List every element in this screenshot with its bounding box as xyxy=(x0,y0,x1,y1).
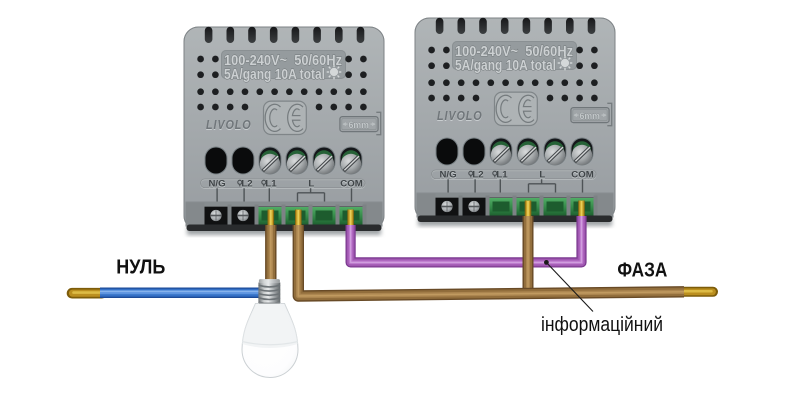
svg-text:НУЛЬ: НУЛЬ xyxy=(116,256,165,279)
svg-text:ФАЗА: ФАЗА xyxy=(617,259,667,281)
svg-text:інформаційний: інформаційний xyxy=(541,313,663,336)
